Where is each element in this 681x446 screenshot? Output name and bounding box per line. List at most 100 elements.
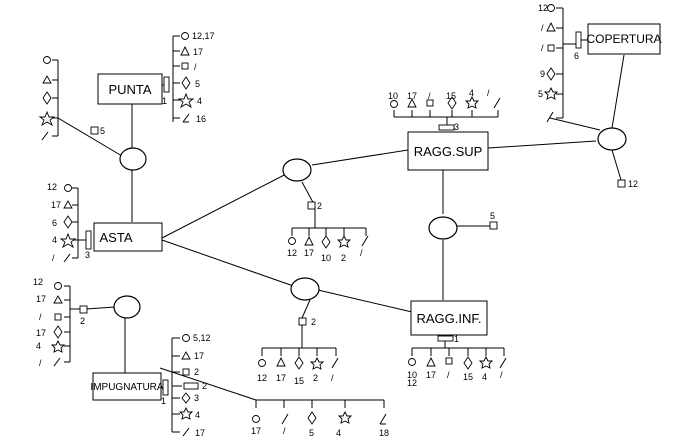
asta-link-icon [85, 230, 92, 250]
punta-link-icon [163, 76, 170, 93]
slash-icon [281, 413, 289, 425]
diamond-icon [63, 215, 73, 229]
circle-icon [181, 32, 189, 40]
sup-link-icon [438, 124, 455, 131]
right-connector: 5 [489, 211, 498, 230]
cop-sym-label-5: 5 [538, 89, 543, 99]
box-copertura[interactable]: COPERTURA [586, 23, 662, 55]
low-row-label-1: 12 [257, 373, 267, 383]
low-row-conn-label: 2 [311, 317, 316, 327]
circle-icon [43, 56, 51, 64]
impug-left-label-1: 12 [33, 277, 43, 287]
punta-sym-label-5: 4 [197, 96, 202, 106]
node-inf-left [290, 277, 320, 301]
bottom-symbol-row: 17 / 5 4 18 [251, 399, 389, 438]
box-ragg-inf[interactable]: RAGG.INF. [410, 300, 488, 336]
square-icon [54, 313, 62, 321]
asta-left-label-3: 6 [52, 218, 57, 228]
impug-left-conn-label: 2 [80, 316, 85, 326]
sup-row-label-3: / [428, 91, 431, 101]
impug-left-symbol-tree: 2 12 17 / 17 4 / [33, 277, 88, 368]
diamond-icon [181, 392, 191, 404]
diamond-icon [546, 67, 556, 81]
inf-row-label-2: 12 [407, 378, 417, 388]
sup-link-label: 3 [454, 122, 459, 132]
wide-square-icon [183, 382, 199, 390]
star-icon [336, 234, 352, 248]
impug-right-symbol-tree: 1 5,12 17 2 2 3 4 17 [161, 333, 211, 438]
circle-icon [390, 100, 398, 108]
diamond-icon [463, 356, 473, 370]
box-impugnatura[interactable]: IMPUGNATURA [90, 372, 164, 401]
box-copertura-label: COPERTURA [586, 32, 661, 46]
mid-row-label-3: 10 [321, 253, 331, 263]
circle-icon [258, 359, 266, 367]
punta-sym-label-6: 16 [196, 114, 206, 124]
punta-sym-label-3: / [194, 62, 197, 72]
slash-icon [182, 427, 190, 437]
circle-icon [54, 282, 62, 290]
node-impugnatura [113, 295, 141, 319]
cop-sym-label-3: / [541, 43, 544, 53]
low-row-label-3: 15 [294, 376, 304, 386]
asta-left-label-1: 12 [47, 182, 57, 192]
bottom-row-label-3: 5 [309, 428, 314, 438]
slash-icon [182, 113, 190, 123]
junction-nodes [113, 127, 627, 319]
box-ragg-sup[interactable]: RAGG.SUP [407, 131, 489, 171]
sup-row-label-6: / [487, 88, 490, 98]
star-icon [309, 356, 325, 370]
punta-sym-label-4: 5 [195, 79, 200, 89]
triangle-icon [546, 21, 556, 32]
slash-icon [493, 97, 501, 109]
square-icon [182, 368, 190, 376]
slash-icon [361, 235, 369, 247]
cop-sym-label-2: / [541, 23, 544, 33]
mid-row-conn-label: 2 [317, 201, 322, 211]
cop-sym-label-4: 9 [540, 69, 545, 79]
sup-row-label-5: 4 [469, 88, 474, 98]
copertura-symbol-tree: 6 12 / / 9 5 12 [538, 3, 638, 189]
square-icon [181, 62, 189, 70]
asta-left-label-4: 4 [52, 235, 57, 245]
bottom-row-label-4: 4 [336, 428, 341, 438]
box-ragg-sup-label: RAGG.SUP [414, 144, 483, 159]
box-asta[interactable]: ASTA [93, 222, 163, 252]
impug-left-label-2: 17 [36, 294, 46, 304]
slash-icon [499, 357, 507, 369]
inf-link-icon [437, 335, 454, 342]
node-copertura [597, 127, 627, 151]
impug-right-label-2: 17 [194, 351, 204, 361]
impug-left-label-3: / [39, 312, 42, 322]
box-punta[interactable]: PUNTA [97, 73, 163, 105]
impug-link-icon [162, 379, 169, 396]
star-icon [59, 232, 77, 249]
left-symbol-tree: 5 [38, 56, 105, 141]
impug-right-label-6: 4 [195, 410, 200, 420]
slash-icon [546, 111, 554, 123]
bottom-row-label-2: / [283, 426, 286, 436]
slash-icon [63, 253, 71, 263]
star-icon [178, 406, 194, 420]
mid-row-label-4: 2 [341, 253, 346, 263]
cop-link-icon [575, 31, 582, 49]
circle-icon [288, 237, 296, 245]
low-symbol-row: 2 12 17 15 2 / [257, 317, 339, 386]
mid-row-label-2: 17 [304, 248, 314, 258]
star-icon [543, 86, 559, 100]
square-icon [426, 99, 434, 107]
diamond-icon [307, 411, 317, 425]
low-row-label-5: / [331, 373, 334, 383]
inf-row-label-7: / [500, 370, 503, 380]
slash-icon [53, 357, 61, 367]
box-impugnatura-label: IMPUGNATURA [90, 382, 163, 393]
diamond-icon [181, 76, 191, 90]
impug-left-label-5: 4 [36, 341, 41, 351]
diamond-icon [321, 235, 331, 249]
impug-link-label: 1 [161, 396, 166, 406]
sup-symbol-row: 3 10 17 / 15 4 / [388, 88, 501, 132]
circle-icon [408, 358, 416, 366]
impug-left-label-4: 17 [36, 328, 46, 338]
triangle-icon [180, 45, 190, 56]
triangle-icon [304, 235, 314, 246]
